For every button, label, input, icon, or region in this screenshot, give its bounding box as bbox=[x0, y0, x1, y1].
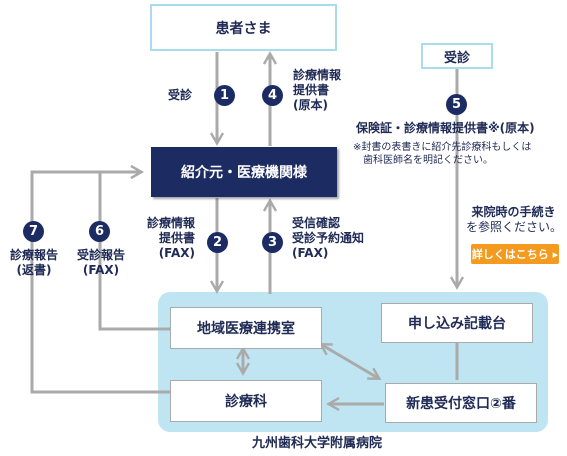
new-patient-reception-box: 新患受付窓口②番 bbox=[385, 383, 537, 423]
step-3-badge: 3 bbox=[262, 232, 283, 253]
step-3-label: 受信確認 受診予約通知 (FAX) bbox=[292, 216, 365, 260]
procedure-note: 来院時の手続き を参照ください。 bbox=[466, 205, 563, 234]
consult-tag: 受診 bbox=[421, 43, 493, 69]
step-6-badge: 6 bbox=[89, 221, 110, 242]
referral-source-box: 紹介元・医療機関様 bbox=[151, 147, 337, 197]
step-4-label: 診療情報 提供書 (原本) bbox=[293, 68, 342, 112]
step-7-badge: 7 bbox=[23, 221, 44, 242]
application-desk-box: 申し込み記載台 bbox=[381, 303, 533, 343]
hospital-name: 九州歯科大学附属病院 bbox=[252, 436, 383, 451]
arrow-regional-reception bbox=[318, 343, 382, 380]
step-2-badge: 2 bbox=[207, 232, 228, 253]
department-box: 診療科 bbox=[170, 380, 322, 422]
arrow-step-7 bbox=[30, 164, 170, 394]
step-2-label: 診療情報 提供書 (FAX) bbox=[147, 216, 196, 260]
step-5-label: 保険証・診療情報提供書※(原本) bbox=[356, 121, 535, 135]
envelope-note: ※封書の表書きに紹介先診療科もしくは 歯科医師名を明記ください。 bbox=[353, 142, 532, 166]
step-1-label: 受診 bbox=[168, 88, 193, 102]
step-6-label: 受診報告 (FAX) bbox=[76, 248, 125, 277]
step-5-badge: 5 bbox=[446, 94, 467, 115]
details-button[interactable]: 詳しくはこちら ▸ bbox=[471, 244, 559, 264]
step-1-badge: 1 bbox=[214, 85, 235, 106]
patient-box: 患者さま bbox=[150, 4, 337, 51]
regional-liaison-box: 地域医療連携室 bbox=[170, 307, 322, 349]
step-7-label: 診療報告 (返書) bbox=[9, 248, 58, 277]
step-4-badge: 4 bbox=[262, 85, 283, 106]
